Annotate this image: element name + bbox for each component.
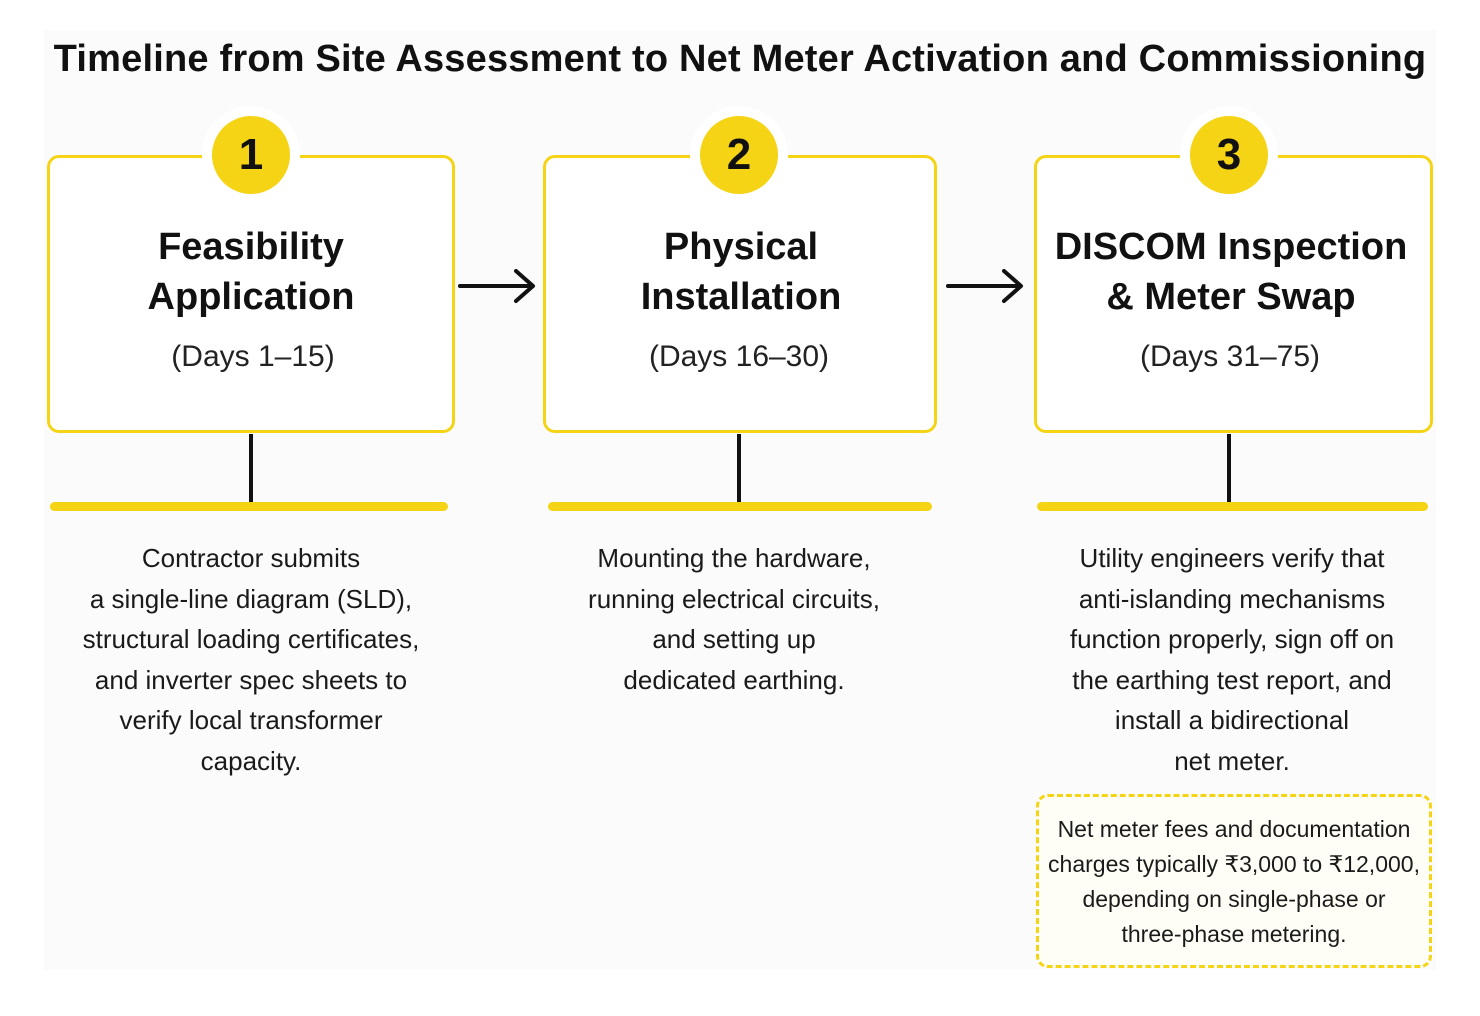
fee-note-line: Net meter fees and documentation: [1057, 816, 1411, 842]
step-3-base-bar: [1037, 502, 1428, 511]
step-2-description-line: Mounting the hardware,: [597, 543, 871, 573]
step-2-description-line: and setting up: [652, 624, 816, 654]
right-arrow-icon: [458, 269, 535, 303]
step-2-days: (Days 16–30): [648, 340, 830, 373]
step-3-description-line: net meter.: [1174, 745, 1290, 776]
step-3-card: [1034, 155, 1433, 433]
step-1-description-line: verify local transformer: [119, 705, 383, 735]
step-2-title-line-1: Physical: [663, 226, 819, 268]
step-3-description-line: function properly, sign off on: [1069, 624, 1395, 654]
step-1-title-line-2: Application: [147, 276, 355, 318]
step-1-card: [47, 155, 455, 433]
step-2-title: Physical Installation: [551, 222, 931, 322]
right-arrow-icon: [946, 269, 1023, 303]
step-1-description-line: capacity.: [200, 745, 302, 776]
step-3-title: DISCOM Inspection & Meter Swap: [1031, 222, 1431, 322]
step-3-description-line: Utility engineers verify that: [1079, 543, 1385, 573]
step-2-base-bar: [548, 502, 932, 511]
step-2-card: [543, 155, 937, 433]
step-3-number-badge: 3: [1190, 116, 1268, 194]
step-1-description-line: and inverter spec sheets to: [94, 664, 408, 695]
step-1-title-line-1: Feasibility: [158, 226, 344, 268]
fee-note-line: depending on single-phase or: [1082, 886, 1386, 912]
fee-note-box: [1036, 794, 1432, 968]
step-2-description-line: dedicated earthing.: [623, 664, 845, 695]
step-1-connector-line: [249, 434, 253, 502]
step-1-base-bar: [50, 502, 448, 511]
step-3-description-line: the earthing test report, and: [1072, 664, 1392, 695]
step-2-description-line: running electrical circuits,: [588, 583, 880, 614]
step-1-days: (Days 1–15): [171, 340, 335, 373]
step-1-description-line: structural loading certificates,: [82, 624, 420, 654]
step-1-title: Feasibility Application: [61, 222, 441, 322]
step-2-connector-line: [737, 434, 741, 502]
step-3-days: (Days 31–75): [1139, 340, 1321, 373]
step-3-description: Utility engineers verify that anti-islan…: [1042, 538, 1422, 781]
step-3-description-line: install a bidirectional: [1114, 705, 1350, 735]
step-3-connector-line: [1227, 434, 1231, 502]
step-2-number-badge: 2: [700, 116, 778, 194]
step-3-title-line-2: & Meter Swap: [1106, 276, 1356, 318]
step-3-description-line: anti-islanding mechanisms: [1078, 583, 1386, 614]
fee-note-text: Net meter fees and documentation charges…: [1036, 812, 1432, 952]
fee-note-line: charges typically ₹3,000 to ₹12,000,: [1048, 851, 1420, 877]
diagram-title: Timeline from Site Assessment to Net Met…: [53, 38, 1427, 80]
step-1-description-line: a single-line diagram (SLD),: [89, 583, 413, 614]
step-3-title-line-1: DISCOM Inspection: [1054, 226, 1408, 268]
step-2-description: Mounting the hardware, running electrica…: [544, 538, 924, 700]
fee-note-line: three-phase metering.: [1121, 921, 1347, 947]
step-2-title-line-2: Installation: [640, 276, 842, 318]
step-1-description-line: Contractor submits: [141, 543, 361, 573]
step-1-number-badge: 1: [212, 116, 290, 194]
step-1-description: Contractor submits a single-line diagram…: [61, 538, 441, 781]
